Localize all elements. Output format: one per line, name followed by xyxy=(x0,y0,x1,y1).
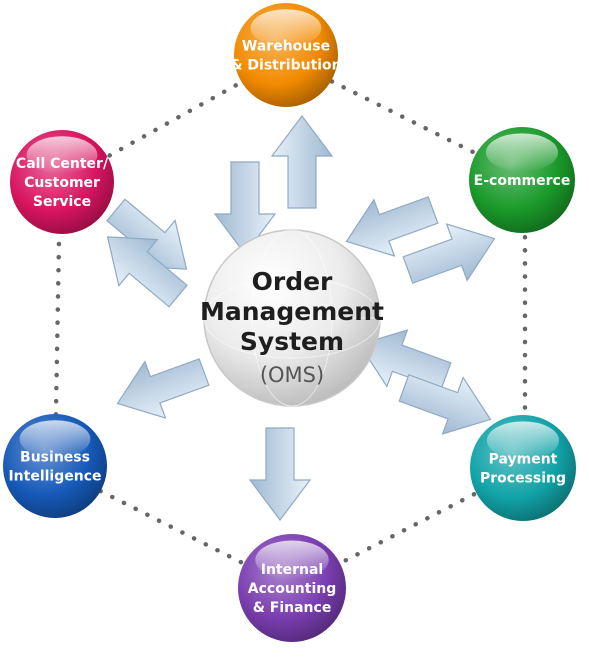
node-warehouse: Warehouse & Distribution xyxy=(230,3,342,107)
gloss-highlight xyxy=(250,9,322,47)
node-label: Call Center/ xyxy=(16,156,109,172)
hub-abbreviation: (OMS) xyxy=(260,363,324,387)
node-ecommerce: E-commerce xyxy=(469,127,575,233)
node-label: Payment xyxy=(489,452,558,468)
node-label: Customer xyxy=(24,175,100,191)
arrow-to-accounting-icon xyxy=(249,427,311,521)
hub-title-line-2: Management xyxy=(200,297,384,326)
node-label: Accounting xyxy=(248,581,336,597)
node-label: Service xyxy=(33,194,91,210)
node-label: Business xyxy=(20,450,90,466)
gloss-highlight xyxy=(485,133,559,172)
node-label: E-commerce xyxy=(474,173,571,189)
gloss-highlight xyxy=(19,420,91,458)
hub-title-line-1: Order xyxy=(252,267,333,296)
gloss-highlight xyxy=(255,540,329,580)
hub-title-line-3: System xyxy=(240,327,344,356)
gloss-highlight xyxy=(486,421,560,460)
node-label: Internal xyxy=(261,562,323,578)
arrow-to-warehouse-icon xyxy=(271,115,333,209)
node-label: & Finance xyxy=(253,600,332,616)
arrow-to-bi-icon xyxy=(106,343,215,433)
node-label: & Distribution xyxy=(230,58,341,74)
node-label: Processing xyxy=(480,471,566,487)
node-label: Intelligence xyxy=(8,469,101,485)
satellite-nodes: Warehouse & DistributionE-commercePayment… xyxy=(3,3,576,642)
oms-hub: Order Management System (OMS) xyxy=(200,229,384,407)
node-label: Warehouse xyxy=(242,39,330,55)
gloss-highlight xyxy=(26,136,98,174)
